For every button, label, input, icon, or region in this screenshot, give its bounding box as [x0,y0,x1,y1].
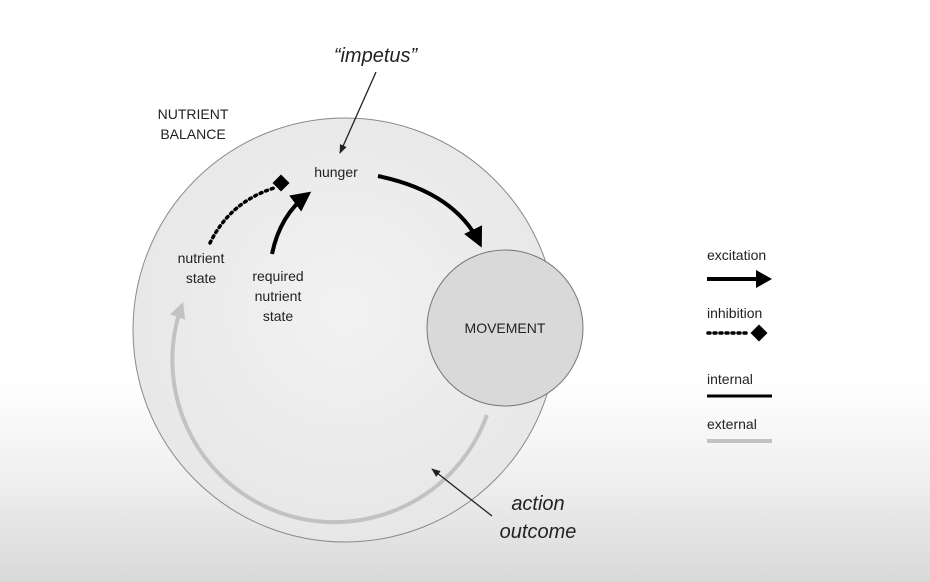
hunger-label: hunger [314,164,358,180]
movement-label: MOVEMENT [464,320,546,336]
hunger-to-movement-arrow [377,174,483,248]
legend-excitation-arrowhead [756,270,772,288]
legend [706,270,772,443]
legend-internal-label: internal [707,371,753,387]
inhibition-diamond [272,174,290,192]
impetus-label: “impetus” [333,45,418,67]
nutrient-state-label: nutrient state [177,250,225,286]
required-state-to-hunger-arrow [270,191,312,255]
impetus-pointer [339,71,377,154]
nutrient-balance-label: NUTRIENT BALANCE [157,106,229,142]
legend-inhibition-diamond [750,324,768,342]
movement-circle [426,249,584,407]
nutrient-state-inhibition-line [208,186,276,245]
action-outcome-label: action outcome [499,493,577,543]
legend-external-label: external [707,416,757,432]
action-outcome-pointer [431,468,493,517]
legend-excitation-label: excitation [707,247,767,263]
required-nutrient-state-label: required nutrient state [252,268,304,324]
legend-inhibition-label: inhibition [707,305,763,321]
